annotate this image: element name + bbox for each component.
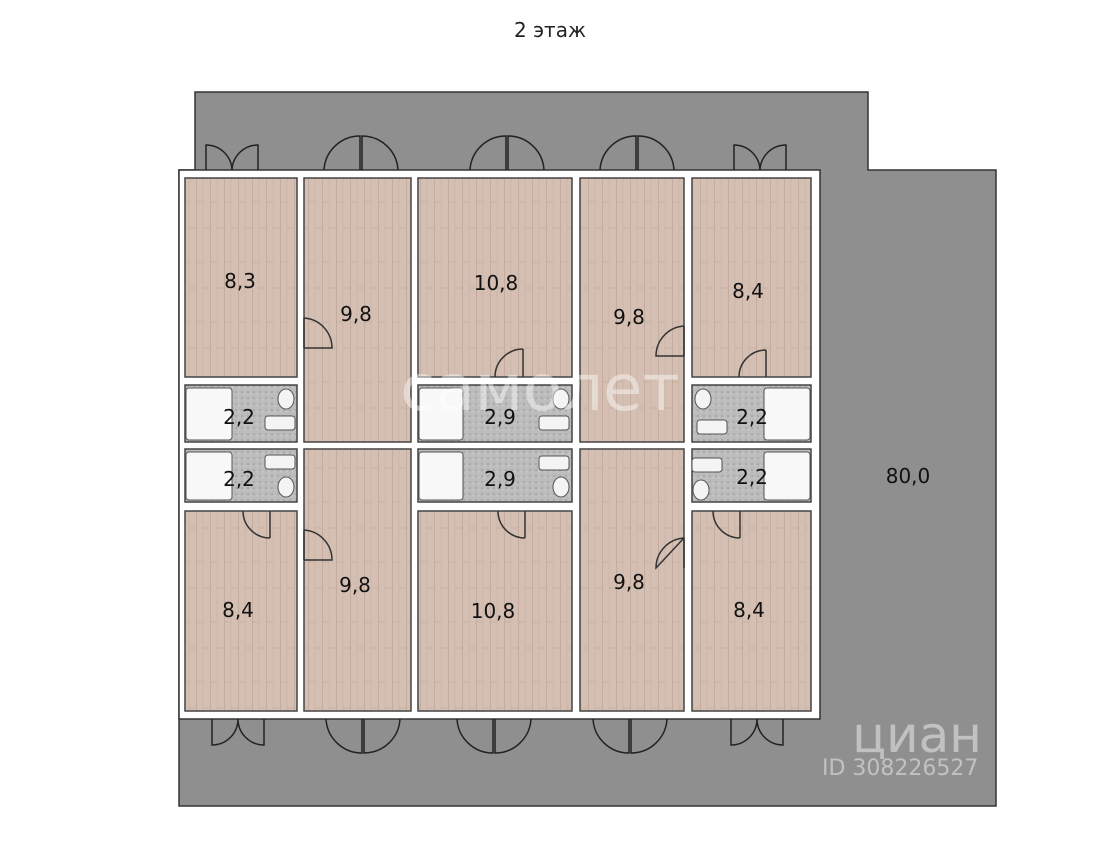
exterior-door-icons — [205, 135, 787, 754]
door-icon — [469, 135, 545, 171]
room-area-label: 9,8 — [340, 302, 372, 326]
room-area-label: 9,8 — [613, 305, 645, 329]
room-area-label: 8,4 — [222, 598, 254, 622]
sink-icon — [264, 454, 296, 470]
room-area-label: 9,8 — [613, 570, 645, 594]
floor-title: 2 этаж — [514, 18, 586, 42]
bathtub-icon — [763, 387, 811, 441]
room-area-label: 8,3 — [224, 269, 256, 293]
room-top-4 — [579, 177, 685, 443]
door-icon — [730, 718, 784, 746]
room-bottom-2 — [303, 448, 412, 712]
room-bottom-4 — [579, 448, 685, 712]
bath-area-label: 2,2 — [736, 405, 768, 429]
toilet-icon — [277, 388, 295, 410]
door-icon — [655, 325, 685, 357]
door-icon — [494, 348, 524, 378]
bathtub-icon — [418, 451, 464, 501]
sink-icon — [691, 457, 723, 473]
door-icon — [325, 718, 401, 754]
watermark-cian-logo: циан — [852, 706, 982, 764]
bath-area-label: 2,2 — [736, 465, 768, 489]
watermark-samolet: самолет — [400, 352, 679, 426]
door-icon — [599, 135, 675, 171]
room-area-label: 10,8 — [474, 271, 519, 295]
door-icon — [655, 537, 685, 570]
door-icon — [733, 144, 787, 171]
sink-icon — [538, 415, 570, 431]
toilet-icon — [277, 476, 295, 498]
sink-icon — [538, 455, 570, 471]
room-bottom-3 — [417, 510, 573, 712]
room-bottom-1 — [184, 510, 298, 712]
room-area-label: 8,4 — [733, 598, 765, 622]
interior-door-icons — [242, 317, 767, 570]
room-top-1 — [184, 177, 298, 378]
bathtub-icon — [185, 387, 233, 441]
door-icon — [303, 317, 333, 349]
bathtub-icon — [418, 387, 464, 441]
door-icon — [323, 135, 399, 171]
door-icon — [205, 144, 259, 171]
bathtub-icon — [185, 451, 233, 501]
room-labels: 8,3 9,8 10,8 9,8 8,4 2,2 2,9 2,2 2,2 2,9… — [222, 269, 930, 623]
bath-area-label: 2,9 — [484, 405, 516, 429]
door-icon — [242, 510, 271, 539]
toilet-icons — [264, 388, 728, 501]
watermark-cian-id: ID 308226527 — [822, 756, 978, 781]
door-icon — [738, 349, 767, 378]
door-icon — [211, 718, 265, 746]
door-icon — [592, 718, 668, 754]
toilet-icon — [692, 479, 710, 501]
terrace-area-label: 80,0 — [886, 464, 931, 488]
room-area-label: 9,8 — [339, 573, 371, 597]
door-icon — [456, 718, 532, 754]
room-bottom-5 — [691, 510, 812, 712]
bathtub-icons — [185, 387, 811, 501]
toilet-icon — [552, 388, 570, 410]
bath-area-label: 2,9 — [484, 467, 516, 491]
door-icon — [303, 529, 333, 561]
room-top-5 — [691, 177, 812, 378]
room-top-2 — [303, 177, 412, 443]
bathtub-icon — [763, 451, 811, 501]
sink-icon — [696, 419, 728, 435]
bath-area-label: 2,2 — [223, 467, 255, 491]
door-icon — [712, 510, 741, 539]
door-icon — [497, 510, 526, 539]
toilet-icon — [694, 388, 712, 410]
bath-area-label: 2,2 — [223, 405, 255, 429]
room-area-label: 10,8 — [471, 599, 516, 623]
room-area-label: 8,4 — [732, 279, 764, 303]
toilet-icon — [552, 476, 570, 498]
sink-icon — [264, 415, 296, 431]
